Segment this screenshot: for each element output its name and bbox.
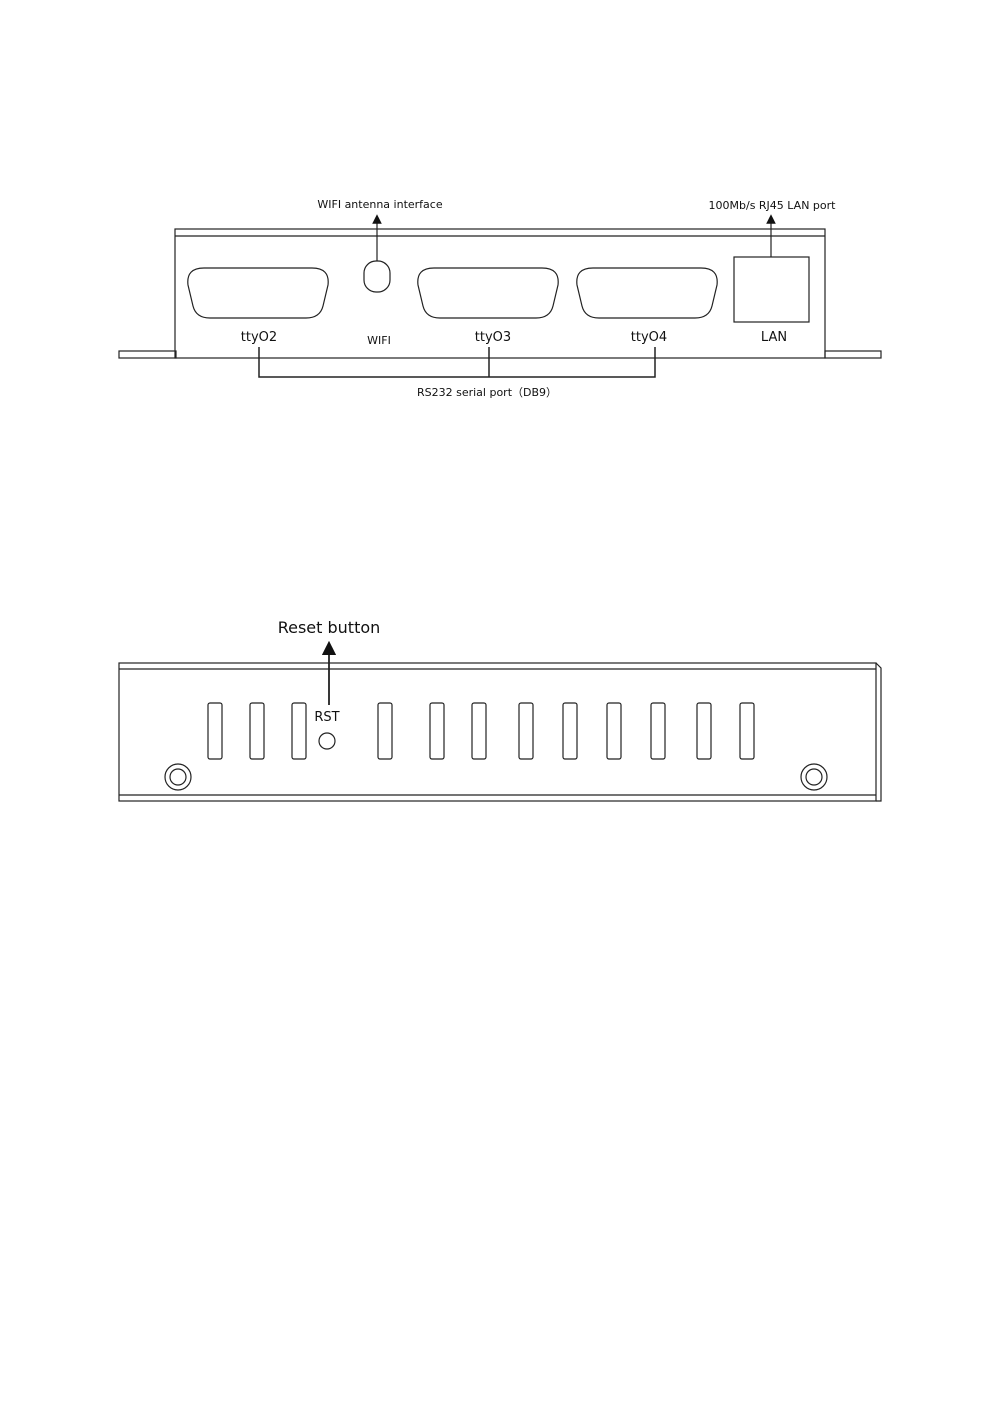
port-label-wifi: WIFI — [367, 334, 391, 347]
front-panel — [119, 219, 881, 377]
port-label-tty02: ttyO2 — [241, 330, 277, 345]
port-label-tty03: ttyO3 — [475, 330, 511, 345]
vent-slot — [563, 703, 577, 759]
vent-slot — [378, 703, 392, 759]
vent-slot — [292, 703, 306, 759]
right-screw — [801, 764, 827, 790]
vent-slot — [697, 703, 711, 759]
port-label-lan: LAN — [761, 330, 787, 345]
side-chassis-right-lip — [876, 663, 881, 801]
rj45-lan-port — [734, 257, 809, 322]
vent-slot — [607, 703, 621, 759]
reset-button-hole — [319, 733, 335, 749]
left-screw — [165, 764, 191, 790]
reset-callout-label: Reset button — [278, 618, 381, 637]
port-label-tty04: ttyO4 — [631, 330, 667, 345]
side-panel — [119, 648, 881, 801]
db9-connector-tty03 — [418, 268, 558, 318]
vent-slot — [519, 703, 533, 759]
rst-label: RST — [314, 710, 339, 725]
wifi-callout-label: WIFI antenna interface — [317, 198, 442, 211]
vent-slot — [250, 703, 264, 759]
vent-slot — [651, 703, 665, 759]
serial-bracket-label: RS232 serial port（DB9） — [417, 386, 557, 399]
serial-port-bracket — [259, 347, 655, 377]
left-mounting-flange — [119, 351, 176, 358]
vent-slot — [740, 703, 754, 759]
side-chassis-body — [119, 663, 876, 801]
right-mounting-flange — [825, 351, 881, 358]
lan-callout-label: 100Mb/s RJ45 LAN port — [709, 199, 837, 212]
vent-slot — [472, 703, 486, 759]
vent-slot — [208, 703, 222, 759]
vent-slot — [430, 703, 444, 759]
db9-connector-tty04 — [577, 268, 717, 318]
wifi-antenna-connector — [364, 261, 390, 292]
db9-connector-tty02 — [188, 268, 328, 318]
